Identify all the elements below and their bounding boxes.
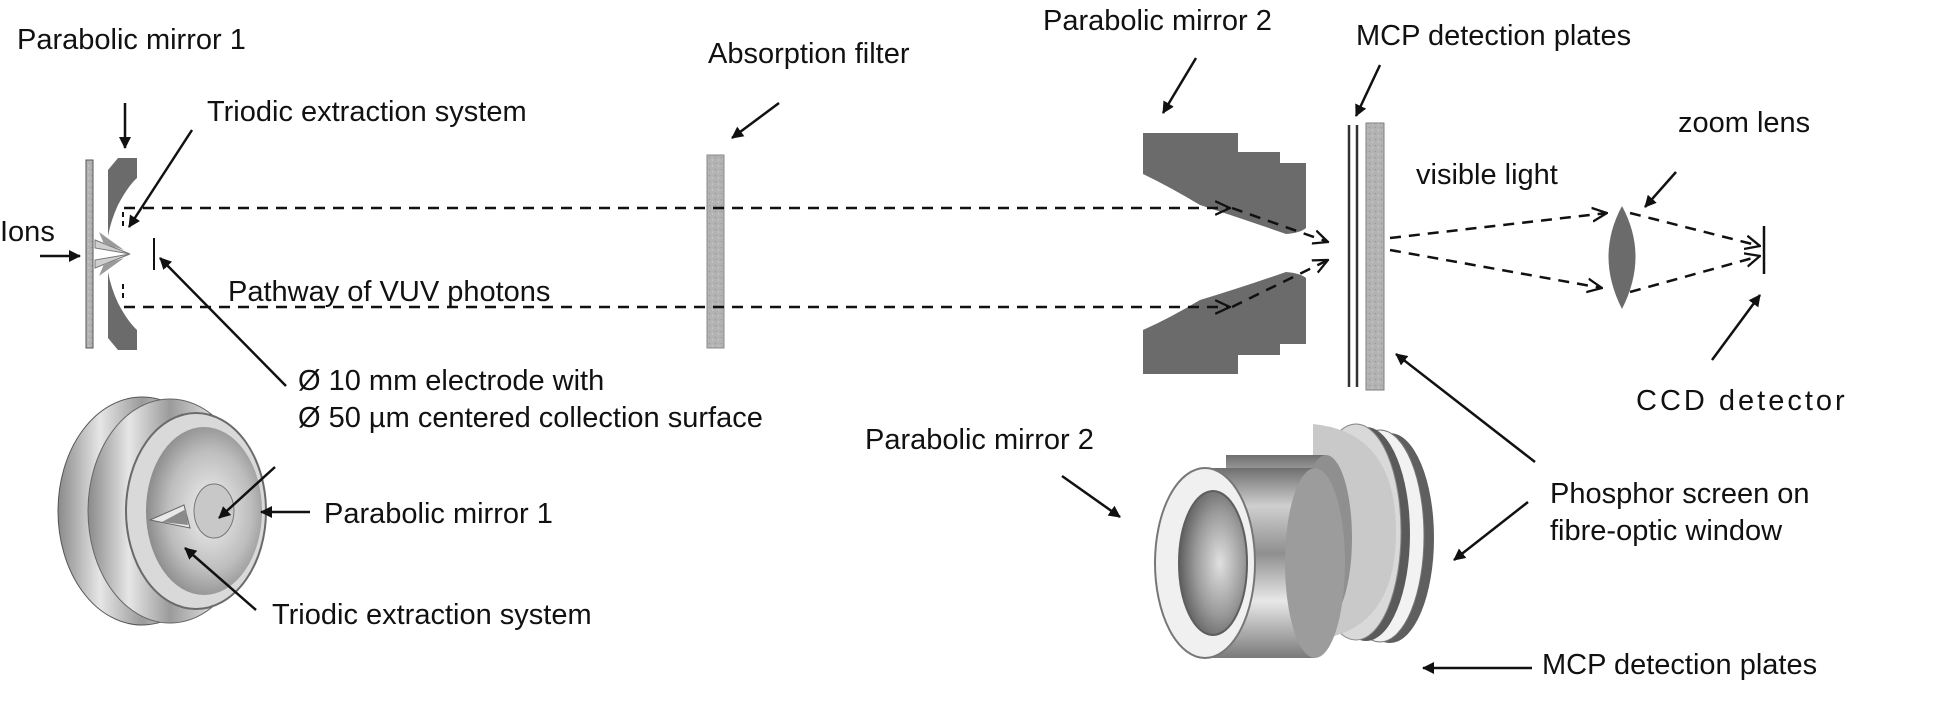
label-parabolic-mirror-2-top: Parabolic mirror 2 <box>1043 5 1272 37</box>
label-visible-light: visible light <box>1416 159 1558 191</box>
label-mcp-plates-top: MCP detection plates <box>1356 20 1631 52</box>
photon-paths <box>124 208 1760 307</box>
label-absorption-filter: Absorption filter <box>708 38 910 70</box>
labels: Parabolic mirror 1 Triodic extraction sy… <box>0 5 1848 681</box>
label-parabolic-mirror-2-bottom: Parabolic mirror 2 <box>865 424 1094 456</box>
absorption-filter-plate <box>706 154 725 349</box>
label-electrode-line2: Ø 50 µm centered collection surface <box>298 402 763 434</box>
label-ions: Ions <box>0 216 55 248</box>
label-phosphor-line2: fibre-optic window <box>1550 515 1783 547</box>
mcp-detection-plates <box>1347 125 1359 387</box>
label-zoom-lens: zoom lens <box>1678 107 1810 139</box>
label-triodic-extraction-bottom: Triodic extraction system <box>272 599 592 631</box>
zoom-lens-shape <box>1608 206 1636 309</box>
label-mcp-plates-bottom: MCP detection plates <box>1542 649 1817 681</box>
label-pathway-vuv: Pathway of VUV photons <box>228 276 550 308</box>
phosphor-screen-plate <box>1365 122 1385 391</box>
parabolic-mirror-2-schematic <box>1143 133 1306 374</box>
label-phosphor-line1: Phosphor screen on <box>1550 478 1810 510</box>
label-parabolic-mirror-1-bottom: Parabolic mirror 1 <box>324 498 553 530</box>
label-parabolic-mirror-1-top: Parabolic mirror 1 <box>17 24 246 56</box>
label-ccd-detector: CCD detector <box>1636 385 1848 417</box>
label-electrode-line1: Ø 10 mm electrode with <box>298 365 604 397</box>
parabolic-mirror-1-schematic <box>85 158 155 350</box>
label-triodic-extraction-top: Triodic extraction system <box>207 96 527 128</box>
parabolic-mirror-2-3d <box>1154 423 1434 659</box>
pointer-arrows <box>119 57 1762 674</box>
parabolic-mirror-1-3d <box>57 396 267 626</box>
